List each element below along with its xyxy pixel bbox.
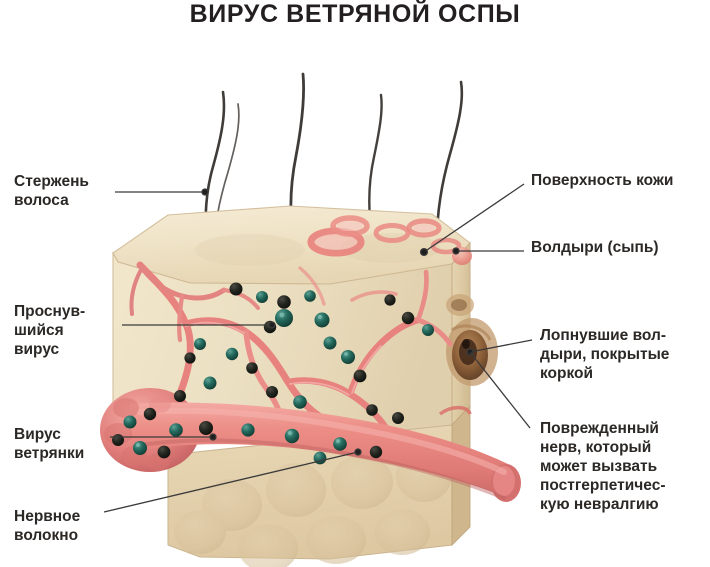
virus-particle [277, 295, 291, 309]
virus-particle [203, 376, 217, 390]
virus-highlight-group [136, 312, 348, 447]
label-chickenpox-virus: Вирус ветрянки [14, 426, 85, 462]
fat-lobule-group [174, 450, 452, 567]
virus-particle [143, 407, 157, 421]
virus-particle [256, 291, 268, 303]
blister [373, 223, 411, 243]
skin-red-ring [438, 405, 472, 416]
blister [330, 215, 370, 237]
virus-particle [123, 415, 137, 429]
virus-particle [174, 390, 186, 402]
virus-particle [157, 445, 171, 459]
virus-particle [229, 282, 243, 296]
skin-top-shading [195, 233, 440, 266]
virus-particle [199, 421, 213, 435]
virus-particle [333, 437, 347, 451]
virus-particle [384, 294, 396, 306]
leader-line-nerve-fiber [103, 451, 359, 513]
virus-particle [304, 290, 316, 302]
virus-particle [341, 350, 355, 364]
blister [406, 218, 442, 238]
label-damaged-nerve: Поврежденный нерв, который может вызвать… [540, 420, 666, 513]
virus-particle [112, 434, 124, 446]
virus-particle [323, 336, 337, 350]
virus-particle [422, 324, 434, 336]
leader-line-damaged-nerve [469, 351, 531, 429]
virus-particle [225, 347, 239, 361]
virus-particle [266, 386, 278, 398]
virus-particle [366, 404, 378, 416]
virus-particle [284, 428, 300, 444]
nerve-trunk [130, 402, 512, 500]
label-crusted-blisters: Лопнувшие вол- дыри, покрытые коркой [540, 327, 670, 382]
virus-particle [246, 362, 258, 374]
virus-particle [369, 445, 383, 459]
virus-particle [169, 423, 183, 437]
virus-particle [353, 369, 367, 383]
label-nerve-fiber: Нервное волокно [14, 508, 81, 544]
nerve-trunk-highlight [137, 407, 507, 475]
virus-particle [194, 338, 206, 350]
leader-line-skin-surface [423, 183, 525, 253]
virus-particle [392, 412, 404, 424]
page-title: ВИРУС ВЕТРЯНОЙ ОСПЫ [189, 0, 521, 28]
label-hair-shaft: Стержень волоса [14, 173, 89, 209]
label-skin-surface: Поверхность кожи [531, 172, 674, 189]
virus-particle [293, 395, 307, 409]
virus-particle [314, 312, 330, 328]
leader-line-group [103, 183, 533, 513]
leader-line-crusted-blisters [469, 339, 533, 353]
label-blisters: Волдыри (сыпь) [531, 239, 659, 256]
crusted-lesion-secondary [446, 294, 474, 316]
virus-particle [401, 311, 415, 325]
label-awakened-virus: Проснув- шийся вирус [14, 303, 86, 358]
virus-particle [275, 309, 293, 327]
virus-particle-group [112, 282, 434, 465]
virus-particle [184, 352, 196, 364]
virus-particle [133, 441, 147, 455]
virus-particle [241, 423, 255, 437]
